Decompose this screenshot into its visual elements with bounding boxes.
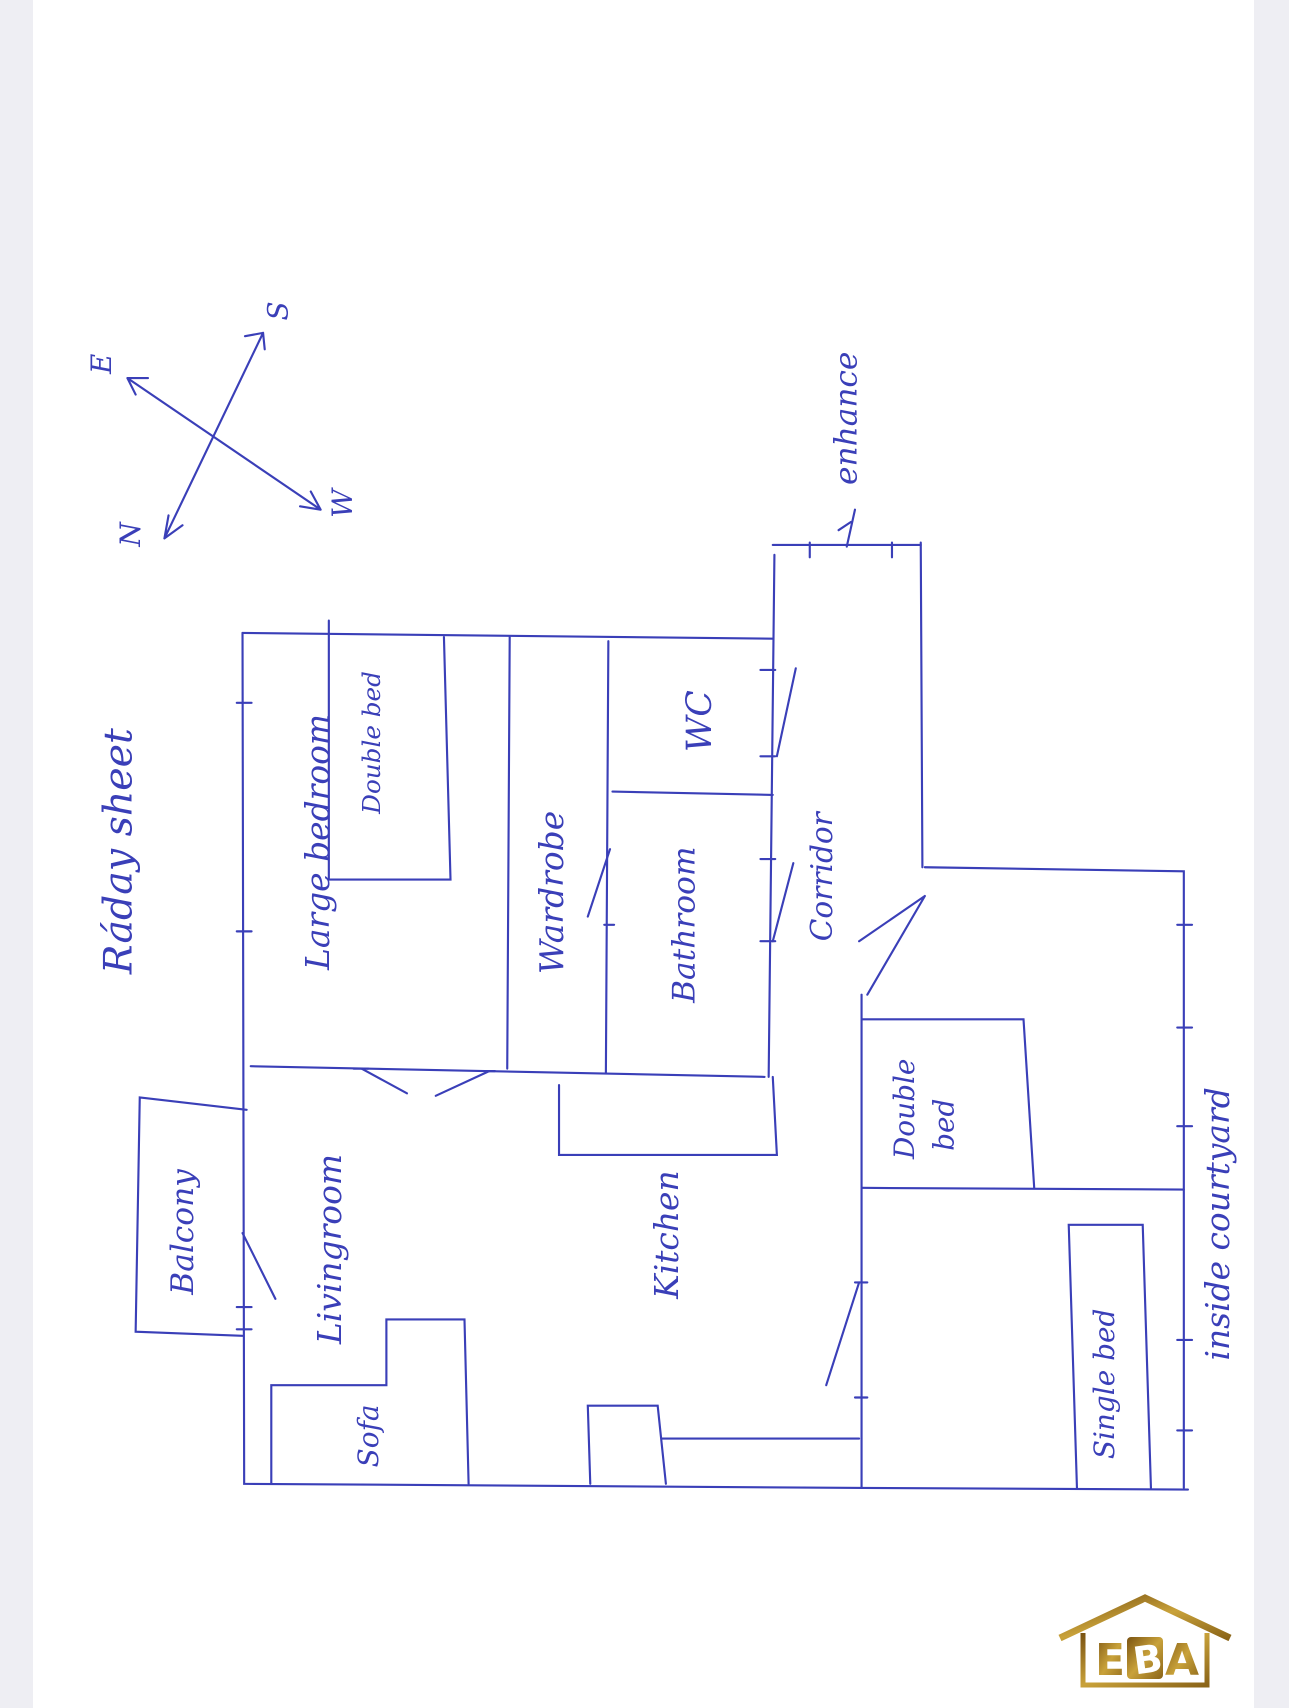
single-bed-outline <box>1067 1223 1153 1490</box>
label-kitchen: Kitchen <box>647 1170 686 1300</box>
kitchen-counter <box>557 1075 779 1157</box>
door-swings <box>241 667 926 1387</box>
compass-north: N <box>114 521 147 548</box>
compass-west: W <box>326 487 359 518</box>
label-bathroom: Bathroom <box>667 847 703 1004</box>
label-double-bed-line2: bed <box>928 1099 961 1151</box>
compass-icon <box>126 331 322 540</box>
kitchen-appliance <box>586 1404 861 1485</box>
bedroom-bed-outline <box>327 619 452 881</box>
label-corridor: Corridor <box>805 810 839 941</box>
paper-sheet <box>33 0 1254 1708</box>
label-entrance: enhance <box>829 352 865 485</box>
svg-text:E: E <box>1095 1635 1125 1686</box>
compass-south: S <box>262 301 295 320</box>
walls <box>241 508 1190 1491</box>
label-wc: WC <box>680 690 720 752</box>
label-inside-courtyard: inside courtyard <box>1198 1087 1237 1360</box>
label-balcony: Balcony <box>165 1169 201 1296</box>
sofa-outline <box>270 1318 470 1485</box>
balcony-outline <box>134 1096 248 1337</box>
label-large-bedroom: Large bedroom <box>298 714 337 971</box>
label-bedroom-double-bed: Double bed <box>357 671 386 815</box>
eba-logo: E B A <box>1058 1594 1232 1688</box>
label-wardrobe: Wardrobe <box>532 811 571 974</box>
sheet-title: Ráday sheet <box>96 728 142 975</box>
compass-east: E <box>85 354 118 375</box>
svg-text:A: A <box>1165 1635 1199 1686</box>
label-sofa: Sofa <box>352 1404 385 1467</box>
svg-text:B: B <box>1130 1636 1165 1684</box>
label-double-bed-line1: Double <box>888 1059 921 1161</box>
label-single-bed: Single bed <box>1088 1309 1121 1460</box>
label-livingroom: Livingroom <box>310 1154 349 1345</box>
courtyard-double-bed <box>860 1018 1036 1189</box>
